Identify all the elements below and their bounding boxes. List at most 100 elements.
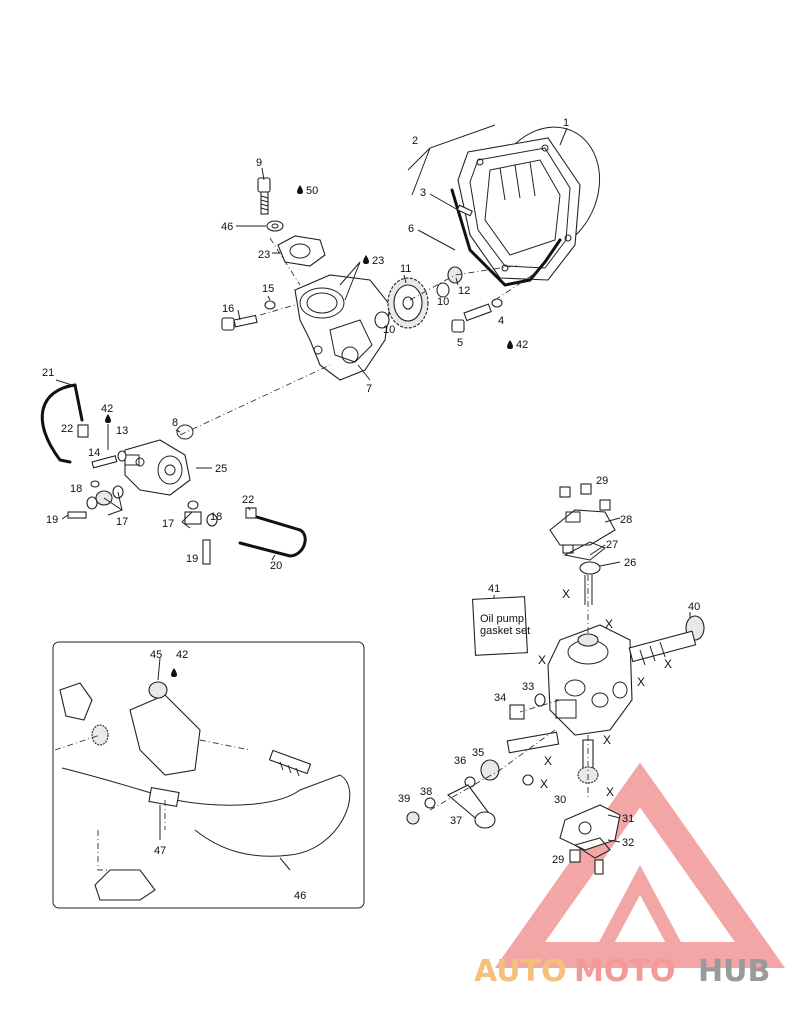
- label-16: 16: [222, 303, 234, 315]
- label-31: 31: [622, 813, 634, 825]
- x-mark: X: [540, 777, 548, 791]
- oil-drop-icon-50: [297, 185, 303, 194]
- washer-10b: [436, 282, 450, 298]
- x-markers: X X X X X X X X X: [538, 587, 672, 799]
- x-mark: X: [544, 754, 552, 768]
- card-line-1: Oil pump: [480, 613, 524, 625]
- oil-pump-body-25: [124, 439, 191, 496]
- label-6: 6: [408, 223, 414, 235]
- label-42a: 42: [516, 339, 528, 351]
- oil-drop-icon-23: [363, 255, 369, 264]
- washer-10a: [374, 311, 390, 329]
- label-11: 11: [400, 263, 411, 275]
- label-29b: 29: [552, 854, 564, 866]
- hose-20: [238, 513, 307, 558]
- label-8: 8: [172, 417, 178, 429]
- hose-21: [40, 383, 77, 464]
- x-mark: X: [562, 587, 570, 601]
- label-36: 36: [454, 755, 466, 767]
- label-22b: 22: [242, 494, 254, 506]
- washer-13: [117, 450, 127, 462]
- label-26: 26: [624, 557, 636, 569]
- x-mark: X: [664, 657, 672, 671]
- label-50: 50: [306, 185, 318, 197]
- gasket-set-card-41: Oil pump gasket set: [471, 596, 530, 656]
- label-33: 33: [522, 681, 534, 693]
- label-9: 9: [256, 157, 262, 169]
- washer-4: [491, 298, 503, 308]
- label-29a: 29: [596, 475, 608, 487]
- bolt-9: [257, 177, 271, 215]
- label-38: 38: [420, 786, 432, 798]
- fitting-22a: [77, 424, 89, 438]
- bolt-16: [221, 314, 258, 331]
- label-18b: 18: [210, 511, 222, 523]
- label-44: 46: [221, 221, 233, 233]
- label-22a: 22: [61, 423, 73, 435]
- label-13: 13: [116, 425, 128, 437]
- pump-body: [547, 624, 633, 736]
- nut-39: [406, 811, 420, 825]
- oil-drop-icon-42b: [105, 414, 111, 423]
- gear-11: [387, 277, 429, 329]
- screw-29b: [569, 849, 581, 863]
- dowel-pin-3: [456, 204, 473, 217]
- screw-19b: [202, 539, 211, 565]
- label-34: 34: [494, 692, 506, 704]
- gasket-6: [450, 188, 562, 287]
- label-14: 14: [88, 447, 100, 459]
- watermark-hub: HUB: [698, 954, 770, 989]
- x-mark: X: [606, 785, 614, 799]
- card-line-2: gasket set: [480, 625, 530, 637]
- screw-14: [91, 455, 118, 469]
- label-27: 27: [606, 539, 618, 551]
- label-25: 25: [215, 463, 227, 475]
- label-47: 47: [154, 845, 166, 857]
- pump-housing-7: [294, 274, 391, 381]
- label-2: 2: [412, 135, 418, 147]
- x-mark: X: [538, 653, 546, 667]
- label-42c: 42: [176, 649, 188, 661]
- o-ring-8: [176, 424, 194, 440]
- watermark-triangle: [494, 762, 786, 968]
- label-40: 40: [688, 601, 700, 613]
- label-15: 15: [262, 283, 274, 295]
- label-42b: 42: [101, 403, 113, 415]
- washer-44: [266, 220, 284, 232]
- label-46: 46: [294, 890, 306, 902]
- part-labels: 1 2 3 6 9 50 46 23 23 11 15 12 16 10 10 …: [42, 117, 700, 902]
- label-45: 45: [150, 649, 162, 661]
- label-39: 39: [398, 793, 410, 805]
- seal-33: [534, 693, 546, 707]
- cable-46: [61, 767, 351, 857]
- washer-15: [264, 300, 276, 310]
- inset-box: [52, 641, 365, 909]
- inset-parts: [54, 681, 351, 901]
- lever-37: [447, 784, 496, 829]
- fitting-22b: [245, 507, 257, 519]
- label-5: 5: [457, 337, 463, 349]
- plug-34: [509, 704, 525, 720]
- label-21: 21: [42, 367, 54, 379]
- x-mark: X: [605, 617, 613, 631]
- gasket-32: [573, 837, 611, 859]
- bushing-17b: [187, 500, 199, 510]
- oil-drop-icon-42c: [171, 668, 177, 677]
- bolt-5: [451, 303, 492, 333]
- label-23: 23: [372, 255, 384, 267]
- piston-35: [464, 731, 560, 788]
- washer-38: [424, 797, 436, 809]
- label-17b: 17: [162, 518, 174, 530]
- label-19a: 19: [46, 514, 58, 526]
- label-12: 12: [458, 285, 470, 297]
- watermark-text: AUTO MOTO HUB: [474, 954, 770, 989]
- watermark-logo: [494, 762, 786, 968]
- label-24: 23: [258, 249, 270, 261]
- label-41: 41: [488, 583, 500, 595]
- label-1: 1: [563, 117, 569, 129]
- oil-drop-icon-42a: [507, 340, 513, 349]
- valve-26: [579, 561, 601, 575]
- watermark-auto: AUTO: [474, 954, 567, 989]
- screw-19a: [67, 511, 87, 519]
- washer-18a: [90, 480, 100, 488]
